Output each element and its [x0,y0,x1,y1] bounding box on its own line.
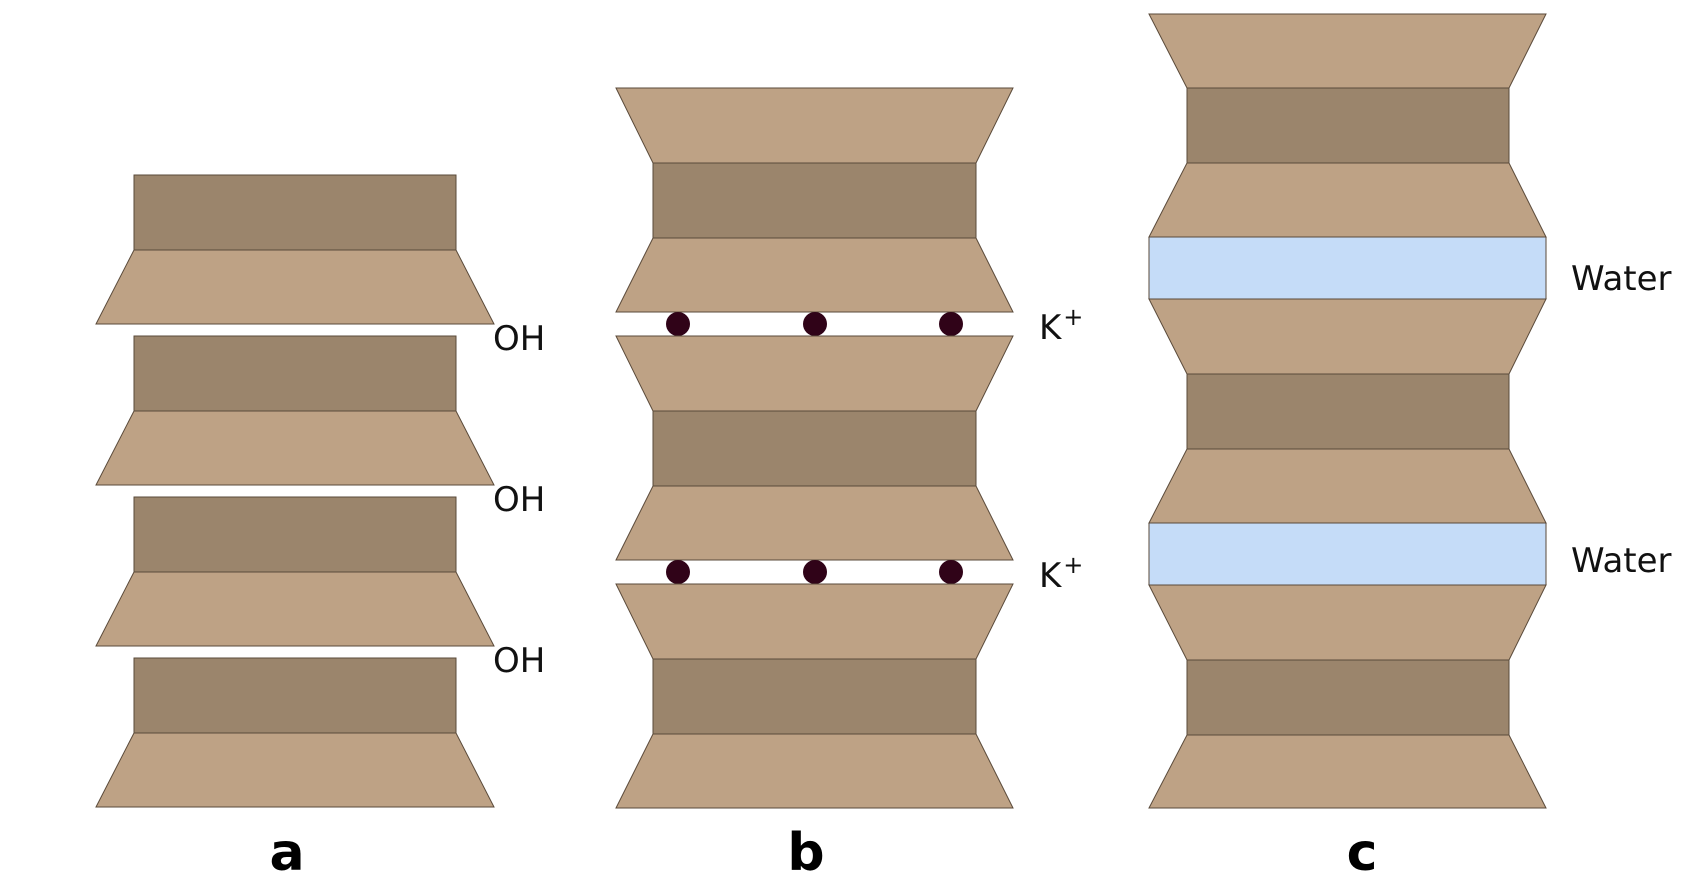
octahedral-sheet [133,335,457,412]
panel-c: Water Water c [1148,13,1672,883]
tetrahedral-sheet [1148,298,1547,375]
tetrahedral-sheet [615,87,1014,164]
potassium-ion [803,560,827,584]
octahedral-sheet [133,174,457,251]
potassium-ion [939,560,963,584]
octahedral-sheet [133,657,457,734]
potassium-label: K+ [1039,551,1083,596]
tetrahedral-sheet [615,733,1014,809]
potassium-ion [939,312,963,336]
tetrahedral-sheet [615,335,1014,412]
tetrahedral-sheet [95,249,495,325]
potassium-ion [666,560,690,584]
water-label: Water [1571,259,1672,299]
water-interlayer [1148,236,1547,300]
octahedral-sheet [1186,87,1510,164]
octahedral-sheet [1186,659,1510,736]
panel-b: K+ K+ b [615,87,1083,883]
potassium-label: K+ [1039,303,1083,348]
panel-a: OH OH OH a [95,174,545,883]
tetrahedral-sheet [615,583,1014,660]
octahedral-sheet [652,658,977,735]
octahedral-sheet [652,410,977,487]
tetrahedral-sheet [95,410,495,486]
hydroxyl-label: OH [493,480,545,520]
water-label: Water [1571,541,1672,581]
potassium-ion [666,312,690,336]
tetrahedral-sheet [1148,584,1547,661]
potassium-label-charge: + [1063,303,1083,331]
tetrahedral-sheet [615,485,1014,561]
potassium-label-base: K [1039,556,1063,596]
octahedral-sheet [652,162,977,239]
potassium-ion [803,312,827,336]
tetrahedral-sheet [95,571,495,647]
water-interlayer [1148,522,1547,586]
tetrahedral-sheet [1148,448,1547,524]
tetrahedral-sheet [1148,162,1547,238]
hydroxyl-label: OH [493,319,545,359]
octahedral-sheet [133,496,457,573]
octahedral-sheet [1186,373,1510,450]
panel-letter: b [787,823,824,883]
hydroxyl-label: OH [493,641,545,681]
tetrahedral-sheet [1148,734,1547,809]
tetrahedral-sheet [1148,13,1547,89]
potassium-label-base: K [1039,308,1063,348]
tetrahedral-sheet [95,732,495,808]
panel-letter: a [269,823,304,883]
potassium-label-charge: + [1063,551,1083,579]
panel-letter: c [1347,823,1378,883]
tetrahedral-sheet [615,237,1014,313]
